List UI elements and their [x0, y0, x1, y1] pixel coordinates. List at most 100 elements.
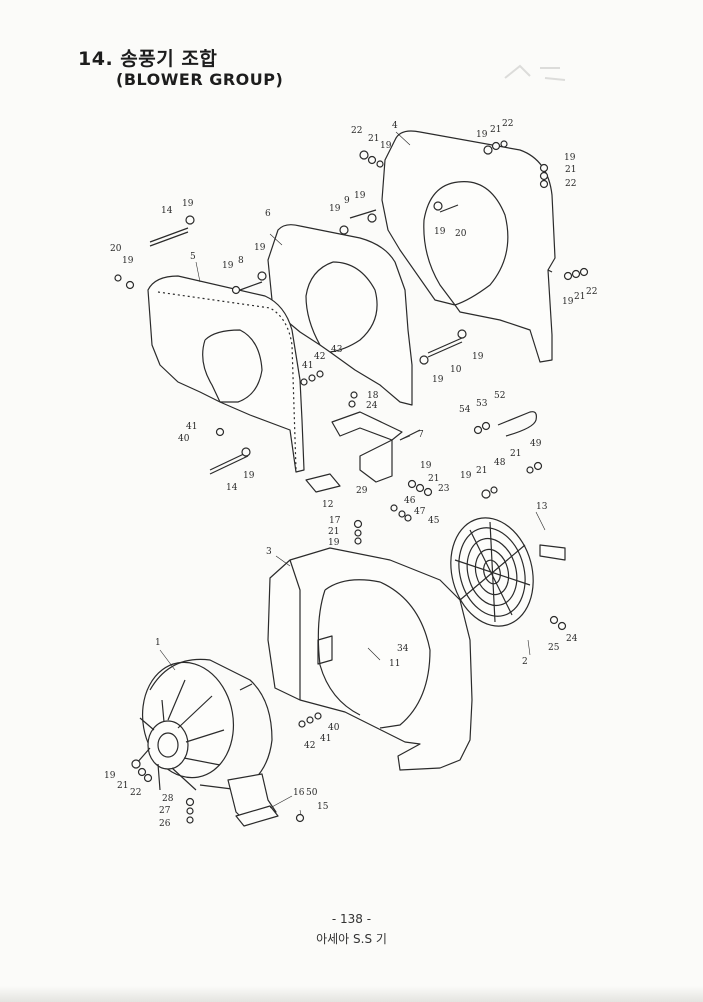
section-title-english: (BLOWER GROUP) [116, 70, 284, 89]
callout-46: 46 [404, 496, 416, 506]
callout-29: 29 [356, 486, 368, 496]
callout-21-i: 21 [117, 781, 128, 791]
callout-22-a: 22 [351, 126, 362, 136]
callout-19-i: 19 [564, 153, 576, 163]
callout-41-c: 41 [320, 734, 331, 744]
callout-3: 3 [266, 547, 272, 557]
callout-19-f: 19 [354, 191, 366, 201]
callout-43: 43 [331, 345, 343, 355]
page-number: - 138 - [331, 912, 372, 926]
section-number: 14. [78, 48, 114, 70]
callout-7: 7 [418, 430, 424, 440]
callout-18: 18 [367, 391, 379, 401]
callout-21-e: 21 [510, 449, 521, 459]
fan-guard-part-2 [450, 517, 566, 627]
callout-50: 50 [306, 788, 318, 798]
callout-52: 52 [494, 391, 505, 401]
callout-23: 23 [438, 484, 450, 494]
callout-19-d: 19 [254, 243, 266, 253]
mount-plate-part-16 [235, 805, 279, 827]
blower-part-1 [135, 658, 277, 823]
shroud-part-3 [267, 547, 473, 771]
callout-5: 5 [190, 252, 196, 262]
callout-22-d: 22 [586, 287, 597, 297]
callout-19-o: 19 [420, 461, 432, 471]
callout-20-a: 20 [110, 244, 122, 254]
callout-19-n: 19 [243, 471, 255, 481]
callout-48: 48 [494, 458, 506, 468]
callout-17: 17 [329, 516, 341, 526]
callout-25: 25 [548, 643, 560, 653]
callout-19-l: 19 [472, 352, 484, 362]
callout-8: 8 [238, 256, 244, 266]
middle-panel-part-6 [267, 224, 413, 406]
callout-11: 11 [389, 659, 400, 669]
callout-19-g: 19 [380, 141, 392, 151]
callout-22-b: 22 [502, 119, 513, 129]
callout-49: 49 [530, 439, 542, 449]
callout-41-a: 41 [186, 422, 197, 432]
callout-28: 28 [162, 794, 174, 804]
callout-40-a: 40 [178, 434, 190, 444]
callout-22-c: 22 [565, 179, 576, 189]
callout-19-j: 19 [434, 227, 446, 237]
bleed-through-mark [504, 64, 566, 81]
section-title: 14. 송풍기 조합 [78, 44, 217, 71]
callout-42-b: 42 [304, 741, 315, 751]
callout-19-c: 19 [222, 261, 234, 271]
scan-edge [0, 986, 703, 1002]
callout-15: 15 [317, 802, 329, 812]
callout-19-h: 19 [476, 130, 488, 140]
callout-19-r: 19 [104, 771, 116, 781]
rear-panel-part-4 [381, 130, 556, 363]
callout-34: 34 [397, 644, 409, 654]
callout-21-h: 21 [328, 527, 339, 537]
hardware-nuts-washers [114, 140, 589, 824]
callout-26: 26 [159, 819, 171, 829]
callout-21-d: 21 [574, 292, 585, 302]
callout-41-b: 41 [302, 361, 313, 371]
callout-47: 47 [414, 507, 426, 517]
callout-14-lower: 14 [226, 483, 238, 493]
bracket-part-7 [331, 411, 403, 483]
callout-14-upper: 14 [161, 206, 173, 216]
callout-labels: 1 2 3 4 5 6 7 8 9 10 11 12 13 14 14 15 1… [104, 119, 597, 829]
callout-19-m: 19 [432, 375, 444, 385]
callout-27: 27 [159, 806, 171, 816]
callout-42-a: 42 [314, 352, 325, 362]
callout-20-b: 20 [455, 229, 467, 239]
callout-9: 9 [344, 196, 350, 206]
callout-45: 45 [428, 516, 440, 526]
callout-13: 13 [536, 502, 548, 512]
callout-24-a: 24 [366, 401, 378, 411]
callout-16: 16 [293, 788, 305, 798]
callout-21-c: 21 [565, 165, 576, 175]
callout-19-p: 19 [460, 471, 472, 481]
callout-10: 10 [450, 365, 462, 375]
callout-19-k: 19 [562, 297, 574, 307]
callout-6: 6 [265, 209, 271, 219]
callout-19-a: 19 [182, 199, 194, 209]
long-bolts [149, 204, 463, 475]
callout-21-f: 21 [476, 466, 487, 476]
callout-22-e: 22 [130, 788, 141, 798]
callout-12: 12 [322, 500, 333, 510]
callout-2: 2 [522, 657, 528, 667]
plate-part-12 [305, 473, 341, 493]
callout-21-b: 21 [490, 125, 501, 135]
callout-40-b: 40 [328, 723, 340, 733]
callout-21-g: 21 [428, 474, 439, 484]
callout-1: 1 [155, 638, 161, 648]
callout-4: 4 [392, 121, 398, 131]
callout-24-b: 24 [566, 634, 578, 644]
company-name: 아세아 S.S 기 [316, 932, 387, 946]
front-panel-part-5 [147, 275, 305, 473]
callout-21-a: 21 [368, 134, 379, 144]
callout-19-q: 19 [328, 538, 340, 548]
callout-19-e: 19 [329, 204, 341, 214]
u-bolt-part-52 [497, 411, 537, 437]
callout-19-b: 19 [122, 256, 134, 266]
section-title-korean: 송풍기 조합 [120, 48, 218, 70]
